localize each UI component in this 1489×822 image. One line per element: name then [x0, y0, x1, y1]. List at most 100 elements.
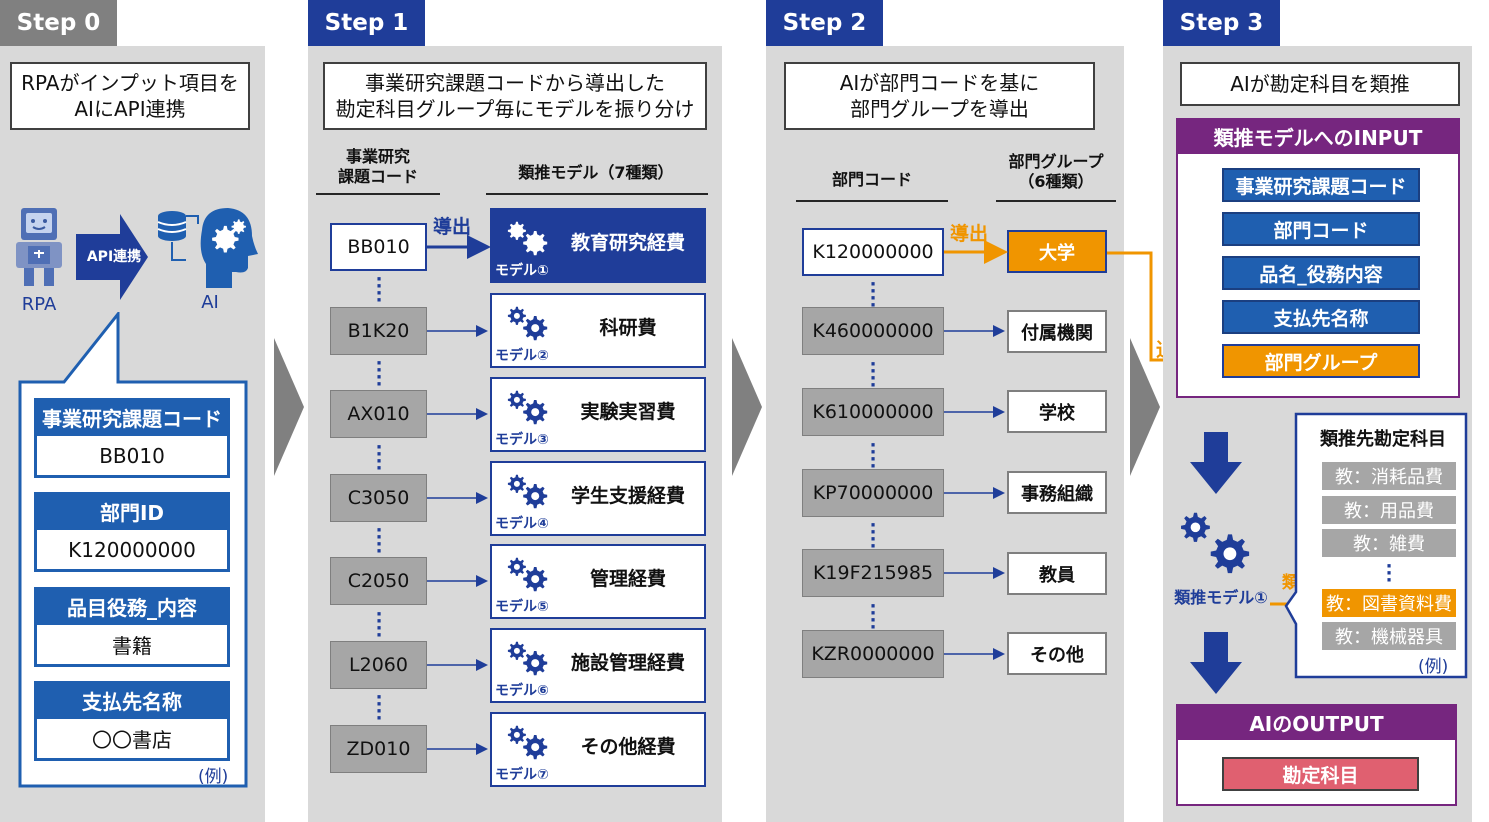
dept-code-box: KZR0000000 [802, 630, 944, 678]
project-code-box: ZD010 [330, 725, 427, 773]
candidate-item: 教：消耗品費 [1322, 462, 1456, 490]
model-box: 学生支援経費 モデル④ [490, 461, 706, 536]
model-name: 管理経費 [589, 568, 666, 590]
step-1-col-model-header: 類推モデル（7種類） [518, 163, 674, 182]
ellipsis-dots: ···· [869, 435, 877, 477]
field-value-dept-id: K120000000 [34, 530, 230, 572]
chevron-icon-3 [1130, 338, 1160, 476]
step-2-arrows [944, 240, 1008, 660]
chevron-icon-1 [274, 338, 304, 476]
step-2-title-line2: 部門グループを導出 [850, 97, 1029, 121]
model-label: モデル③ [495, 432, 549, 448]
dept-group-box: 教員 [1007, 552, 1107, 595]
output-value: 勘定科目 [1222, 757, 1419, 791]
robot-icon [16, 208, 62, 286]
project-code-box: BB010 [330, 223, 427, 271]
step-1-title-line2: 勘定科目グループ毎にモデルを振り分け [335, 97, 695, 121]
model-label: モデル① [495, 263, 549, 279]
step-2-title: AIが部門コードを基に部門グループを導出 [784, 62, 1095, 130]
ellipsis-dots: ···· [375, 604, 383, 646]
step-1-title-line1: 事業研究課題コードから導出した [365, 71, 665, 95]
model-label: モデル⑦ [495, 767, 549, 783]
ai-head-icon [157, 208, 258, 288]
dept-code-box: K610000000 [802, 388, 944, 436]
model-box: その他経費 モデル⑦ [490, 712, 706, 787]
field-value-item-content: 書籍 [34, 625, 230, 667]
example-note-3: (例) [1418, 657, 1449, 677]
step-2-title-line1: AIが部門コードを基に [839, 71, 1040, 95]
down-arrow-icon [1190, 632, 1242, 694]
dept-group-box: 大学 [1007, 230, 1107, 273]
step-0-title-line1: RPAがインプット項目を [21, 71, 239, 95]
model-name: 施設管理経費 [570, 652, 685, 674]
candidate-item: 教：用品費 [1322, 496, 1456, 524]
gear-icon [1181, 512, 1250, 574]
input-item: 支払先名称 [1222, 300, 1420, 334]
project-code-box: B1K20 [330, 307, 427, 355]
model-1-label: 類推モデル① [1174, 588, 1268, 607]
step-1-derive-label: 導出 [433, 216, 472, 238]
step-0-tab: Step 0 [0, 0, 117, 46]
model-name: 科研費 [599, 317, 657, 339]
dept-group-box: 付属機関 [1007, 310, 1107, 353]
ellipsis-dots: ···· [869, 274, 877, 316]
step-2-col-group-line1: 部門グループ [1008, 152, 1104, 171]
model-box: 管理経費 モデル⑤ [490, 544, 706, 619]
project-code-box: L2060 [330, 641, 427, 689]
step-1-arrows [427, 235, 491, 755]
ellipsis-dots: ···· [375, 520, 383, 562]
step-3-title: AIが勘定科目を類推 [1180, 62, 1460, 106]
chevron-icon-2 [732, 338, 762, 476]
step-2-col-code-underline [796, 200, 948, 202]
model-label: モデル⑤ [495, 599, 549, 615]
field-label-dept-id: 部門ID [34, 492, 230, 530]
project-code-box: C2050 [330, 557, 427, 605]
model-name: 学生支援経費 [570, 485, 685, 507]
api-arrow [76, 214, 148, 300]
field-value-project-code: BB010 [34, 436, 230, 478]
step-1-col-code-header: 事業研究課題コード [316, 144, 440, 190]
model-label: モデル⑥ [495, 683, 549, 699]
model-name: その他経費 [580, 736, 676, 758]
api-label: API連携 [86, 249, 142, 265]
input-item-dept-group: 部門グループ [1222, 344, 1420, 378]
model-box: 教育研究経費 モデル① [490, 208, 706, 283]
model-name: 教育研究経費 [570, 232, 685, 254]
step-2-col-group-header: 部門グループ（6種類） [996, 148, 1116, 196]
step-2-col-group-underline [996, 200, 1116, 202]
ellipsis-dots: ···· [375, 437, 383, 479]
field-value-payee: 〇〇書店 [34, 719, 230, 761]
model-box: 施設管理経費 モデル⑥ [490, 628, 706, 703]
field-label-project-code: 事業研究課題コード [34, 398, 230, 436]
field-label-item-content: 品目役務_内容 [34, 587, 230, 625]
model-label: モデル④ [495, 516, 549, 532]
ellipsis-dots: ···· [375, 353, 383, 395]
input-item: 部門コード [1222, 212, 1420, 246]
candidate-item: 教：機械器具 [1322, 622, 1456, 650]
step-1-col-model-underline [486, 193, 708, 195]
input-item: 品名_役務内容 [1222, 256, 1420, 290]
ellipsis-dots: ···· [869, 596, 877, 638]
model-label: モデル② [495, 348, 549, 364]
step-1-col-code-line2: 課題コード [337, 167, 418, 186]
ellipsis-dots: ···· [375, 687, 383, 729]
dept-code-box: K19F215985 [802, 549, 944, 597]
ellipsis-dots: ···· [375, 269, 383, 311]
ellipsis-dots: ···· [869, 515, 877, 557]
step-3-tab: Step 3 [1163, 0, 1280, 46]
dept-group-box: その他 [1007, 632, 1107, 675]
step-1-col-code-line1: 事業研究 [345, 147, 410, 166]
dept-code-box: K460000000 [802, 307, 944, 355]
step-2-col-group-line2: （6種類） [1018, 172, 1094, 191]
step-1-title: 事業研究課題コードから導出した勘定科目グループ毎にモデルを振り分け [323, 62, 707, 130]
rpa-label: RPA [21, 294, 57, 315]
project-code-box: C3050 [330, 474, 427, 522]
ellipsis-dots: ··· [1385, 556, 1393, 591]
candidate-item-selected: 教：図書資料費 [1322, 589, 1456, 617]
candidates-header: 類推先勘定科目 [1320, 429, 1446, 450]
dept-group-box: 学校 [1007, 390, 1107, 433]
step-0-title-line2: AIにAPI連携 [74, 97, 186, 121]
step-1-tab: Step 1 [308, 0, 425, 46]
model-name: 実験実習費 [580, 401, 676, 423]
